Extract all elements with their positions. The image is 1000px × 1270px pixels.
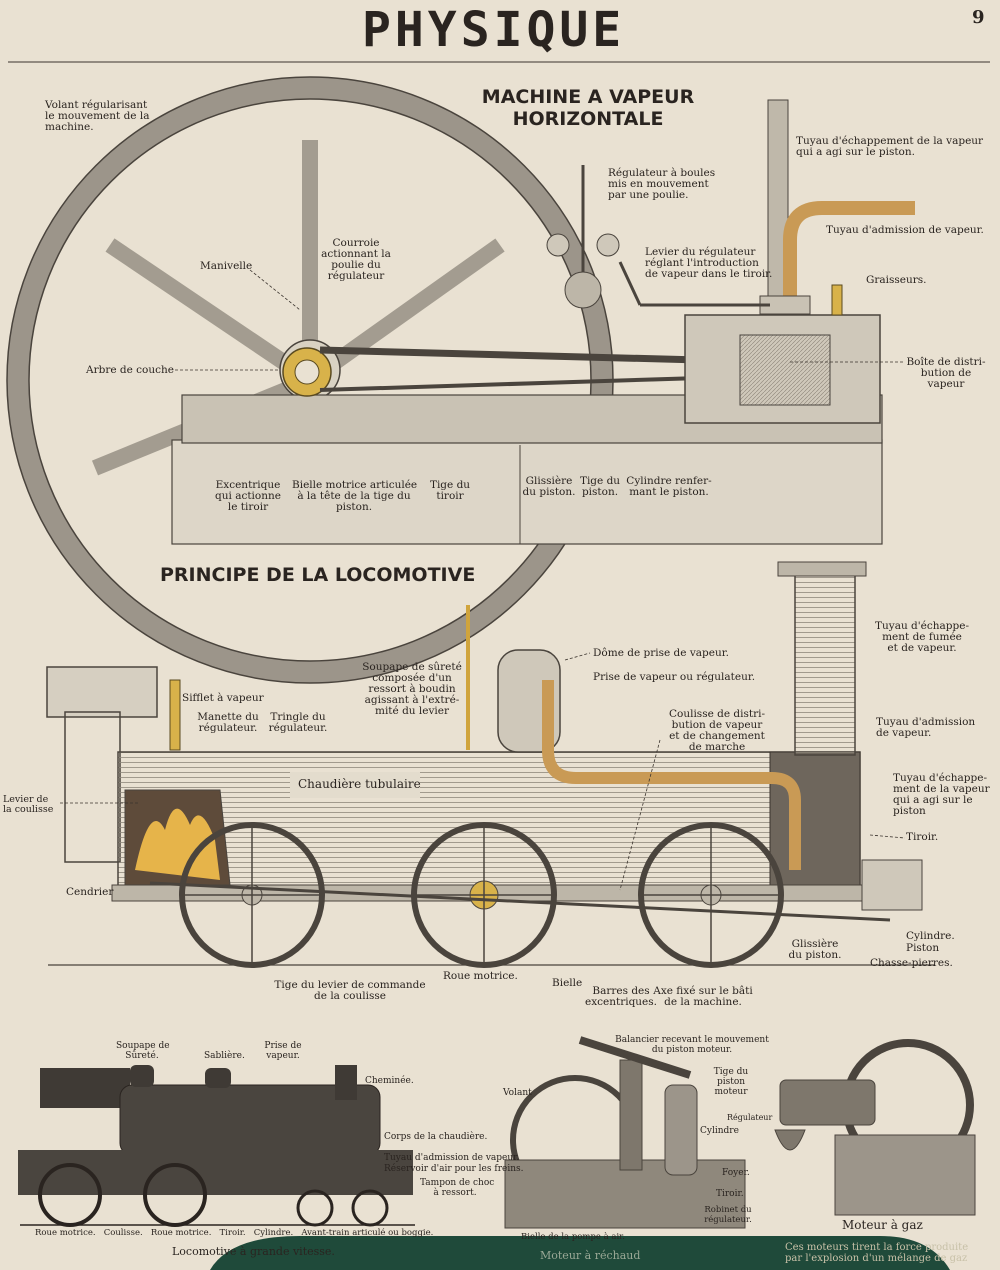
caption-moteur-gaz: Moteur à gaz <box>842 1218 923 1232</box>
page-title: PHYSIQUE <box>362 2 626 58</box>
label-graisseurs: Graisseurs. <box>866 274 927 286</box>
label-chaudiere: Chaudière tubulaire <box>298 777 421 791</box>
section2-title: PRINCIPE DE LA LOCOMOTIVE <box>160 564 476 586</box>
label-tuyau-admission: Tuyau d'admission de vapeur. <box>826 224 984 236</box>
label-loco-cheminee: Cheminée. <box>365 1076 414 1086</box>
label-loco-corps: Corps de la chaudière. <box>384 1132 488 1142</box>
label-beam-volant: Volant <box>503 1088 532 1098</box>
label-beam-tiroir: Tiroir. <box>716 1189 744 1199</box>
section1-title: MACHINE A VAPEUR HORIZONTALE <box>430 86 746 130</box>
label-tiroir-loco: Tiroir. <box>906 831 939 843</box>
label-beam-bielle: Bielle de la pompe à air. <box>521 1232 626 1242</box>
label-dome: Dôme de prise de vapeur. <box>593 647 729 659</box>
label-arbre: Arbre de couche <box>86 364 174 376</box>
label-beam-cylindre: Cylindre <box>700 1126 739 1136</box>
label-loco-reservoir: Réservoir d'air pour les freins. <box>384 1164 524 1174</box>
caption-locomotive: Locomotive à grande vitesse. <box>172 1245 335 1258</box>
label-cylindre: Cylindre renfer-mant le piston. <box>626 475 712 498</box>
beam-engine-drawing <box>504 1036 746 1229</box>
label-cylindre-loco: Cylindre. <box>906 930 955 942</box>
label-beam-foyer: Foyer. <box>722 1168 750 1178</box>
caption-moteur-rechaud: Moteur à réchaud <box>540 1249 641 1262</box>
small-locomotive-drawing <box>18 1065 415 1227</box>
section1-title-line1: MACHINE A VAPEUR <box>481 86 695 108</box>
label-sifflet: Sifflet à vapeur <box>182 692 264 704</box>
label-cendrier: Cendrier <box>66 886 114 898</box>
label-piston: Piston <box>906 942 940 954</box>
label-loco-tuyau: Tuyau d'admission de vapeur. <box>384 1153 520 1163</box>
label-bielle-loco: Bielle <box>552 977 583 989</box>
label-beam-regulateur: Régulateur <box>727 1113 773 1122</box>
section1-title-line2: HORIZONTALE <box>512 108 664 130</box>
label-chasse-pierres: Chasse-pierres. <box>870 957 953 969</box>
gas-engine-drawing <box>774 1039 976 1216</box>
label-roue-motrice: Roue motrice. <box>443 970 518 982</box>
label-manivelle: Manivelle <box>200 260 253 272</box>
label-loco-bottom-row: Roue motrice. Coulisse. Roue motrice. Ti… <box>35 1228 434 1238</box>
label-loco-sabliere: Sablière. <box>204 1051 245 1061</box>
page-number: 9 <box>972 7 985 28</box>
label-prise: Prise de vapeur ou régulateur. <box>593 671 756 683</box>
